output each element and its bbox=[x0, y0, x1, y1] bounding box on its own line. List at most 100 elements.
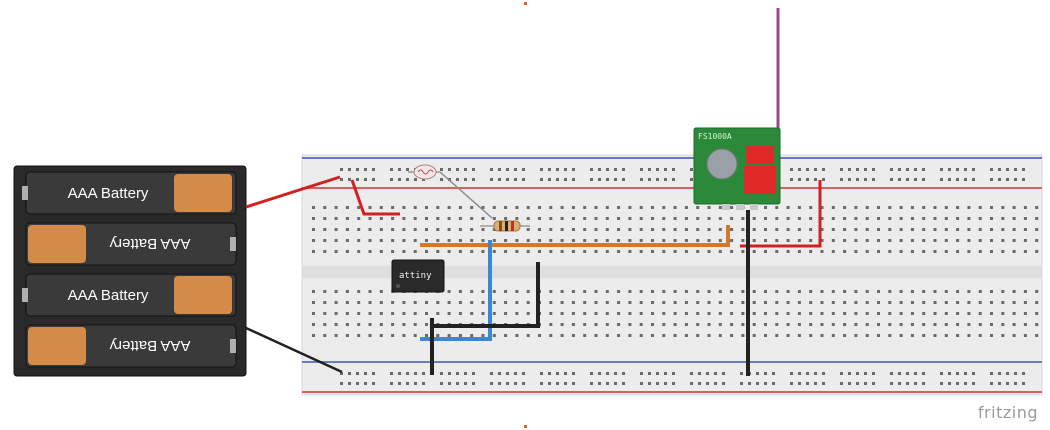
rail-hole bbox=[506, 168, 509, 171]
hole bbox=[899, 323, 903, 326]
hole bbox=[651, 334, 654, 337]
hole bbox=[797, 217, 801, 220]
hole bbox=[436, 228, 440, 231]
hole bbox=[707, 323, 711, 326]
hole bbox=[752, 323, 756, 326]
hole bbox=[391, 250, 395, 253]
hole bbox=[967, 239, 971, 242]
hole bbox=[617, 301, 621, 304]
hole bbox=[504, 206, 508, 209]
hole bbox=[402, 312, 406, 315]
hole bbox=[718, 323, 722, 326]
hole bbox=[504, 301, 508, 304]
hole bbox=[775, 228, 779, 231]
hole bbox=[718, 228, 722, 231]
rail-hole bbox=[864, 178, 867, 181]
hole bbox=[933, 217, 937, 220]
rail-hole bbox=[998, 168, 1001, 171]
hole bbox=[831, 228, 835, 231]
hole bbox=[967, 312, 971, 315]
hole bbox=[492, 250, 496, 253]
rail-hole bbox=[656, 382, 659, 385]
rail-hole bbox=[906, 372, 909, 375]
hole bbox=[323, 290, 327, 293]
rail-hole bbox=[864, 372, 867, 375]
rail-hole bbox=[840, 168, 843, 171]
rail-hole bbox=[790, 168, 793, 171]
rail-hole bbox=[614, 382, 617, 385]
hole bbox=[843, 323, 847, 326]
rail-hole bbox=[914, 168, 917, 171]
hole bbox=[323, 334, 327, 337]
hole bbox=[334, 323, 338, 326]
hole bbox=[978, 312, 982, 315]
rail-hole bbox=[564, 168, 567, 171]
hole bbox=[809, 206, 813, 209]
hole bbox=[549, 323, 553, 326]
hole bbox=[854, 228, 858, 231]
rail-hole bbox=[340, 168, 343, 171]
hole bbox=[639, 312, 643, 315]
hole bbox=[741, 301, 745, 304]
hole bbox=[990, 206, 993, 209]
hole bbox=[526, 228, 530, 231]
hole bbox=[526, 334, 530, 337]
rail-hole bbox=[622, 168, 625, 171]
hole bbox=[967, 323, 971, 326]
rail-hole bbox=[822, 382, 825, 385]
hole bbox=[978, 301, 982, 304]
hole bbox=[345, 206, 349, 209]
hole bbox=[662, 250, 666, 253]
rail-hole bbox=[622, 178, 625, 181]
hole bbox=[967, 301, 971, 304]
hole bbox=[515, 334, 519, 337]
hole bbox=[617, 312, 621, 315]
hole bbox=[368, 217, 372, 220]
rail-hole bbox=[806, 382, 809, 385]
hole bbox=[368, 239, 372, 242]
hole bbox=[447, 217, 451, 220]
hole bbox=[312, 217, 315, 220]
rail-hole bbox=[940, 178, 943, 181]
hole bbox=[967, 206, 971, 209]
hole bbox=[639, 290, 643, 293]
hole bbox=[741, 312, 745, 315]
hole bbox=[831, 301, 835, 304]
hole bbox=[583, 250, 587, 253]
rail-hole bbox=[498, 382, 501, 385]
rail-hole bbox=[1022, 178, 1025, 181]
marker-top bbox=[524, 2, 527, 5]
hole bbox=[1023, 334, 1027, 337]
rail-hole bbox=[906, 178, 909, 181]
rail-hole bbox=[814, 178, 817, 181]
hole bbox=[402, 250, 406, 253]
rail-hole bbox=[714, 382, 717, 385]
hole bbox=[639, 206, 643, 209]
rail-hole bbox=[764, 382, 767, 385]
hole bbox=[944, 239, 948, 242]
rail-hole bbox=[390, 382, 393, 385]
hole bbox=[379, 206, 383, 209]
hole bbox=[764, 217, 767, 220]
hole bbox=[797, 239, 801, 242]
rail-hole bbox=[506, 372, 509, 375]
hole bbox=[865, 228, 869, 231]
rail-hole bbox=[914, 372, 917, 375]
hole bbox=[492, 290, 496, 293]
rail-hole bbox=[664, 168, 667, 171]
hole bbox=[933, 312, 937, 315]
hole bbox=[843, 217, 847, 220]
rail-hole bbox=[464, 372, 467, 375]
battery-positive-wire bbox=[245, 175, 341, 209]
hole bbox=[594, 217, 598, 220]
rail-hole bbox=[864, 168, 867, 171]
hole bbox=[1001, 206, 1005, 209]
rail-hole bbox=[498, 372, 501, 375]
hole bbox=[831, 334, 835, 337]
hole bbox=[797, 312, 801, 315]
hole bbox=[1012, 228, 1016, 231]
hole bbox=[413, 217, 417, 220]
hole bbox=[425, 239, 428, 242]
hole bbox=[775, 290, 779, 293]
rail-hole bbox=[456, 168, 459, 171]
